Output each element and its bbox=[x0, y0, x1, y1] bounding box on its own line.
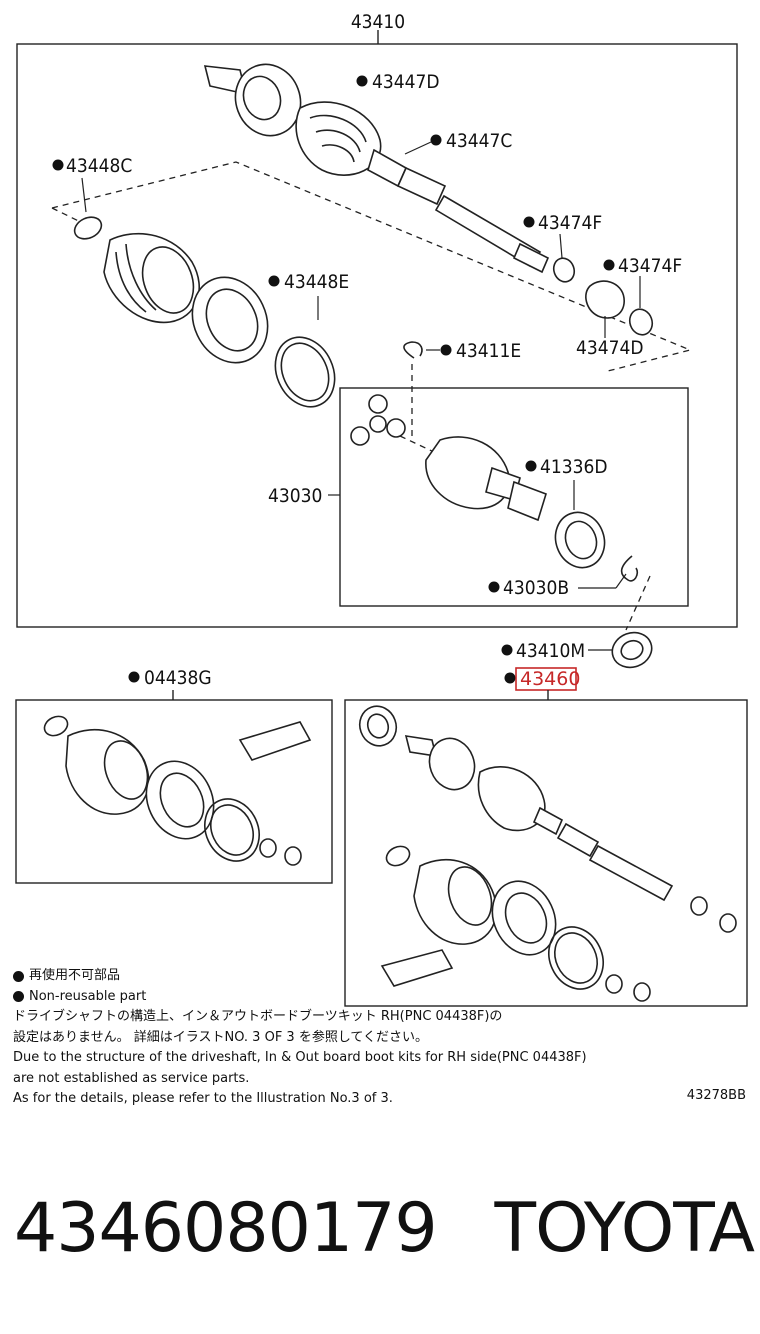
frame-04438G bbox=[15, 699, 333, 884]
callout-43410M[interactable]: 43410M bbox=[516, 640, 585, 662]
snap-ring-43411E bbox=[403, 341, 423, 359]
dynamic-damper bbox=[585, 280, 625, 319]
legend-jp: 再使用不可部品 bbox=[13, 966, 753, 987]
part-number: 4346080179 bbox=[14, 1189, 438, 1268]
note-jp-line-1: ドライブシャフトの構造上、イン＆アウトボードブーツキット RH(PNC 0443… bbox=[13, 1009, 503, 1024]
product-title: 4346080179 TOYOTA bbox=[14, 1188, 755, 1270]
dust-cover-43410M bbox=[611, 631, 653, 669]
drawing-number: 43278BB bbox=[686, 1088, 746, 1103]
highlight-box-43460 bbox=[515, 667, 577, 691]
callout-43030[interactable]: 43030 bbox=[268, 485, 322, 507]
grease-pack-1 bbox=[238, 721, 312, 761]
callout-43448C[interactable]: 43448C bbox=[66, 155, 132, 177]
callout-43447C[interactable]: 43447C bbox=[446, 130, 512, 152]
boot-insert bbox=[191, 276, 269, 364]
group-04438G: 04438G bbox=[15, 667, 333, 884]
brand-name: TOYOTA bbox=[494, 1189, 755, 1268]
inboard-joint-housing bbox=[425, 436, 547, 522]
legend-en: Non-reusable part bbox=[13, 987, 753, 1008]
note-en-line-3: As for the details, please refer to the … bbox=[13, 1091, 393, 1106]
legend-en-text: Non-reusable part bbox=[29, 988, 147, 1004]
callout-43030B[interactable]: 43030B bbox=[503, 577, 569, 599]
oil-seal-41336D bbox=[554, 511, 606, 569]
callout-43474D[interactable]: 43474D bbox=[576, 337, 644, 359]
boot-clamp-large bbox=[274, 336, 336, 408]
note-jp-line-2: 設定はありません。 詳細はイラストNO. 3 OF 3 を参照してください。 bbox=[13, 1029, 429, 1045]
frame-43030 bbox=[339, 387, 689, 607]
callout-43448E[interactable]: 43448E bbox=[284, 271, 349, 293]
legend-jp-text: 再使用不可部品 bbox=[29, 968, 121, 983]
tripod-joint bbox=[350, 394, 406, 446]
callout-43447D[interactable]: 43447D bbox=[372, 71, 440, 93]
clamp-small bbox=[73, 216, 103, 240]
callout-43474F-a[interactable]: 43474F bbox=[538, 212, 602, 234]
snap-ring-43030B bbox=[620, 555, 639, 582]
callout-41336D[interactable]: 41336D bbox=[540, 456, 608, 478]
note-en-line-2: are not established as service parts. bbox=[13, 1070, 250, 1086]
inner-boot bbox=[103, 232, 201, 324]
callout-43411E[interactable]: 43411E bbox=[456, 340, 521, 362]
frame-43460 bbox=[344, 699, 748, 1007]
callout-43474F-b[interactable]: 43474F bbox=[618, 255, 682, 277]
notes-section: 再使用不可部品 Non-reusable part ドライブシャフトの構造上、イ… bbox=[13, 966, 753, 1110]
callout-43460[interactable]: 43460 bbox=[520, 668, 580, 690]
group-43460: 43460 bbox=[344, 667, 748, 1007]
grease-pack-2 bbox=[380, 949, 454, 987]
callout-04438G[interactable]: 04438G bbox=[144, 667, 212, 689]
note-en-line-1: Due to the structure of the driveshaft, … bbox=[13, 1050, 587, 1065]
drive-shaft-assembly bbox=[203, 63, 550, 274]
bullet-icon bbox=[13, 970, 24, 982]
bullet-icon bbox=[13, 991, 24, 1003]
callout-43410[interactable]: 43410 bbox=[351, 11, 405, 33]
group-43410: 43410 43447D 43447C 43448C bbox=[16, 11, 738, 631]
frame-43410 bbox=[16, 43, 738, 628]
